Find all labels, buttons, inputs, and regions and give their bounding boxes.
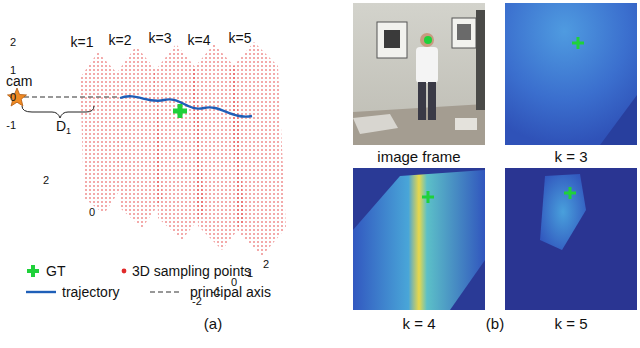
axis-tick: 1: [10, 64, 16, 77]
legend-text: trajectory: [62, 284, 120, 300]
panel-label: (a): [204, 315, 222, 332]
legend-text: GT: [46, 263, 65, 279]
principal-axis: [24, 96, 120, 97]
distance-brace: [22, 106, 94, 118]
image-caption: k = 3: [555, 148, 588, 165]
image-caption: k = 4: [403, 315, 436, 332]
axis-tick: 2: [10, 36, 16, 49]
legend-dashed-line: [150, 291, 182, 292]
legend-text: 3D sampling points: [132, 263, 251, 279]
slice-label: k=1: [71, 34, 94, 50]
image-caption: image frame: [377, 148, 460, 165]
axis-tick: 2: [43, 174, 49, 187]
legend-cross: [27, 265, 39, 277]
panel-label: (b): [486, 315, 504, 332]
distance-subscript: 1: [66, 126, 71, 136]
axis-tick: -1: [6, 119, 16, 132]
slice-label: k=2: [109, 32, 132, 48]
axis-tick: 0: [10, 91, 16, 104]
axis-tick: 0: [89, 206, 95, 219]
heatmap: [505, 3, 637, 145]
photo: [353, 3, 485, 145]
heatmap: [353, 168, 485, 310]
gt-marker: [173, 104, 187, 118]
legend-text: principal axis: [190, 284, 271, 300]
axis-tick: 2: [263, 258, 269, 271]
image-caption: k = 5: [555, 315, 588, 332]
camera-star: [8, 88, 27, 106]
sampling-sheets: [80, 42, 286, 256]
slice-label: k=3: [149, 30, 172, 46]
heatmap: [505, 168, 637, 310]
distance-label: D: [56, 118, 66, 134]
slice-label: k=4: [188, 32, 211, 48]
slice-label: k=5: [229, 30, 252, 46]
trajectory-line: [120, 96, 252, 116]
legend-dot: [122, 269, 127, 274]
legend-line: [26, 291, 56, 293]
